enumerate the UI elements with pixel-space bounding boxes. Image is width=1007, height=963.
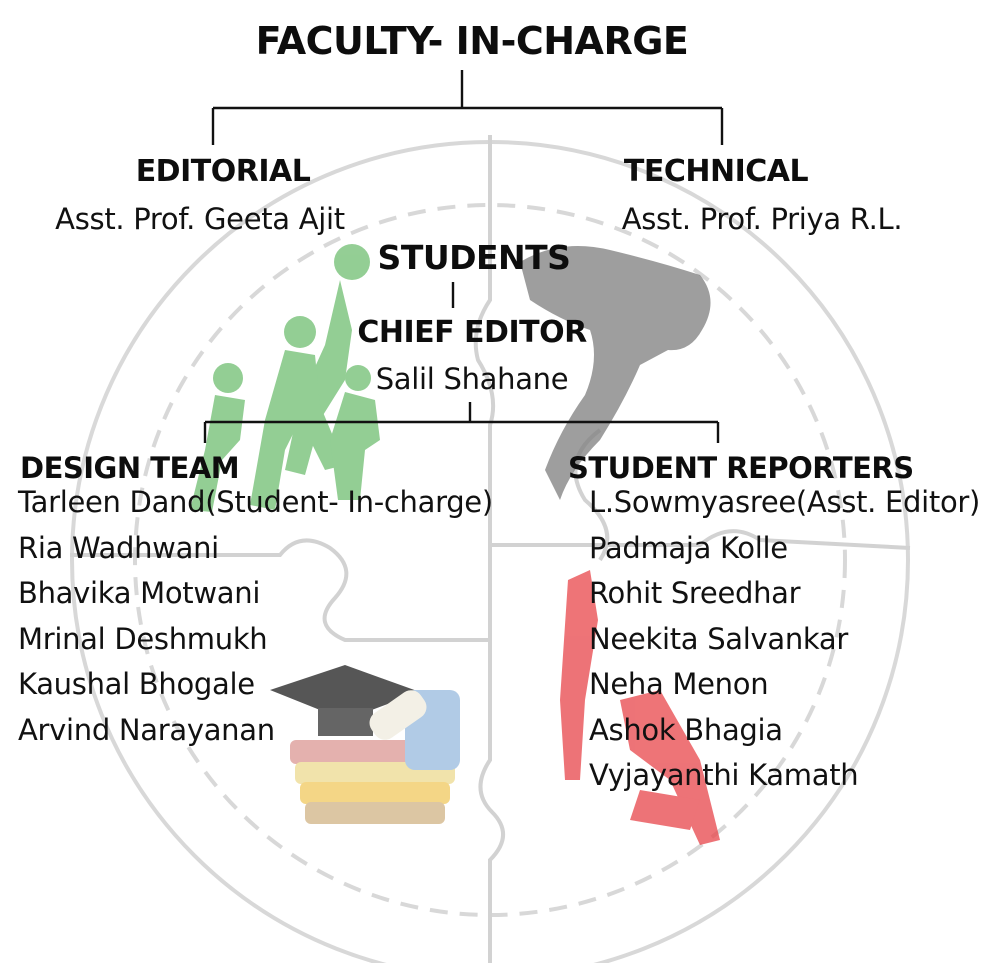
design-team-label: DESIGN TEAM [20, 451, 240, 485]
dancer-silhouette-icon [520, 246, 711, 500]
chief-editor-name: Salil Shahane [375, 362, 569, 396]
list-item: Bhavika Motwani [18, 576, 261, 610]
technical-faculty-name: Asst. Prof. Priya R.L. [621, 202, 903, 236]
list-item: Padmaja Kolle [589, 530, 788, 565]
faculty-in-charge-title: FACULTY- IN-CHARGE [255, 19, 689, 63]
list-item: Arvind Narayanan [18, 712, 275, 747]
org-connectors [203, 70, 724, 443]
sports-silhouettes-icon [190, 244, 380, 512]
editorial-faculty-name: Asst. Prof. Geeta Ajit [55, 202, 345, 236]
list-item: Neekita Salvankar [589, 621, 849, 656]
list-item: Tarleen Dand(Student- In-charge) [18, 485, 493, 519]
list-item: Rohit Sreedhar [589, 576, 801, 610]
technical-label: TECHNICAL [623, 154, 809, 189]
list-item: Neha Menon [589, 667, 769, 701]
red-figures-icon [560, 570, 720, 845]
list-item: Kaushal Bhogale [18, 667, 255, 701]
student-reporters-label: STUDENT REPORTERS [568, 451, 914, 485]
student-reporters-list: L.Sowmyasree(Asst. Editor) Padmaja Kolle… [589, 480, 980, 799]
list-item: L.Sowmyasree(Asst. Editor) [589, 485, 981, 519]
graduation-books-icon [270, 665, 460, 824]
editorial-label: EDITORIAL [135, 154, 311, 189]
design-team-list: Tarleen Dand(Student- In-charge) Ria Wad… [18, 480, 493, 753]
list-item: Ashok Bhagia [589, 712, 783, 747]
list-item: Ria Wadhwani [18, 530, 219, 565]
chief-editor-label: CHIEF EDITOR [357, 315, 587, 350]
students-title: STUDENTS [377, 238, 571, 277]
list-item: Vyjayanthi Kamath [589, 758, 859, 792]
list-item: Mrinal Deshmukh [18, 621, 268, 656]
